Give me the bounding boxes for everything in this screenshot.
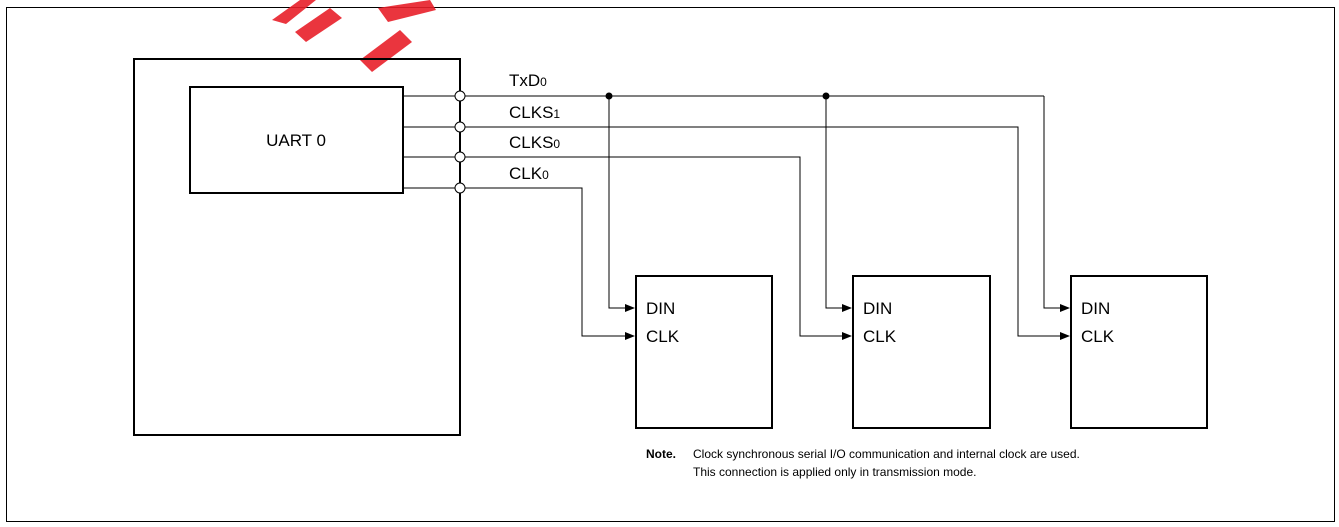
clks0-line	[465, 156, 844, 337]
note-line-2: This connection is applied only in trans…	[693, 465, 976, 479]
junction-dot	[822, 92, 830, 100]
diagram-frame	[6, 7, 1335, 522]
clk0-line	[465, 187, 627, 337]
pin-clk0	[454, 182, 466, 194]
watermark	[272, 0, 436, 72]
din-label: DIN	[1081, 299, 1110, 318]
uart-block	[189, 86, 404, 194]
note-label: Note.	[646, 447, 676, 461]
receiver-2: DIN CLK	[852, 275, 991, 429]
receiver-1: DIN CLK	[635, 275, 773, 429]
clk-label: CLK	[646, 327, 680, 346]
signal-label-clks0: CLKS0	[509, 133, 560, 152]
uart-label: UART 0	[266, 131, 326, 150]
junction-dot	[605, 92, 613, 100]
clk-label: CLK	[863, 327, 897, 346]
clks1-line	[465, 126, 1062, 337]
signal-label-clks1: CLKS1	[509, 103, 560, 122]
signal-label-txd: TxD0	[509, 71, 547, 90]
din-label: DIN	[646, 299, 675, 318]
mcu-block	[133, 58, 461, 436]
pin-txd	[454, 90, 466, 102]
receiver-3: DIN CLK	[1070, 275, 1208, 429]
pin-clks0	[454, 151, 466, 163]
clk-label: CLK	[1081, 327, 1115, 346]
signal-label-clk0: CLK0	[509, 164, 549, 183]
pin-clks1	[454, 121, 466, 133]
note-line-1: Clock synchronous serial I/O communicati…	[693, 447, 1080, 461]
din-label: DIN	[863, 299, 892, 318]
